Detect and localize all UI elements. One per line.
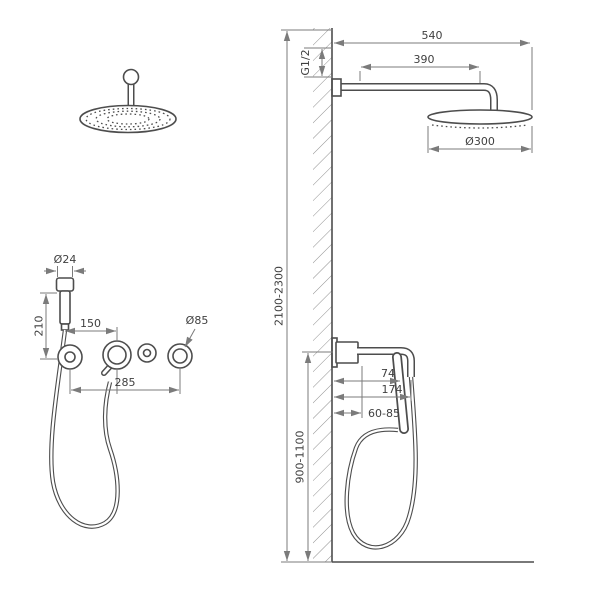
dim-label-inlet-thread: G1/2 — [299, 49, 312, 75]
dim-label-handle-diameter: Ø85 — [186, 314, 209, 327]
dim-label-spout-reach: 174 — [382, 383, 403, 396]
dimension-valve-height: 900-1100 — [294, 351, 333, 561]
rain-shower-arm-side — [331, 78, 498, 111]
dim-label-spout-offset: 74 — [381, 367, 395, 380]
side-view: G1/2 540 390 Ø300 2100-2300 — [273, 28, 534, 563]
rain-shower-arm-front — [122, 68, 140, 106]
wall-hatching — [313, 28, 332, 562]
dim-label-hand-shower-diameter: Ø24 — [54, 253, 77, 266]
dimension-arm-reach: 390 — [359, 53, 481, 83]
dimension-hand-shower-diameter: Ø24 — [44, 253, 86, 277]
shower-hose-side — [344, 376, 418, 550]
valve-body-side — [335, 341, 359, 364]
front-view: Ø24 210 150 285 Ø85 — [33, 68, 209, 529]
dimension-spout-reach: 174 — [334, 380, 412, 401]
rain-shower-head-side — [427, 109, 533, 129]
mixer-handle-front — [102, 340, 132, 370]
dimension-spout-offset: 74 — [334, 367, 400, 385]
dimension-handle-diameter: Ø85 — [184, 314, 209, 348]
hand-shower-unit-side — [331, 337, 415, 434]
dimension-head-diameter: Ø300 — [427, 126, 533, 153]
dim-label-mounting-height: 2100-2300 — [273, 266, 286, 326]
dim-label-handle-spacing: 150 — [80, 317, 101, 330]
dimension-mounting-height: 2100-2300 — [273, 29, 333, 563]
shower-hose-front — [49, 329, 120, 529]
dim-label-valve-height: 900-1100 — [294, 431, 307, 484]
dimension-valve-depth: 60-85 — [334, 366, 400, 420]
valve-trim-front — [57, 340, 193, 376]
hand-shower-front — [55, 277, 75, 331]
diverter-knob-front — [137, 343, 157, 363]
dimension-arm-total-reach: 540 — [334, 29, 533, 110]
dim-label-valve-depth: 60-85 — [368, 407, 400, 420]
dim-label-head-diameter: Ø300 — [465, 135, 495, 148]
dimension-handle-spacing: 150 — [65, 317, 118, 340]
dimension-trim-width: 285 — [69, 369, 181, 394]
volume-handle-front — [167, 343, 193, 369]
arm-wall-flange — [331, 78, 342, 97]
dim-label-arm-total-reach: 540 — [422, 29, 443, 42]
dim-label-arm-reach: 390 — [414, 53, 435, 66]
dimension-hand-shower-offset: 210 — [33, 292, 57, 360]
dimension-inlet-thread: G1/2 — [299, 47, 333, 78]
dim-label-trim-width: 285 — [115, 376, 136, 389]
rain-shower-head-front — [79, 104, 177, 134]
dim-label-hand-shower-offset: 210 — [33, 316, 46, 337]
hand-shower-holder-front — [57, 344, 83, 370]
